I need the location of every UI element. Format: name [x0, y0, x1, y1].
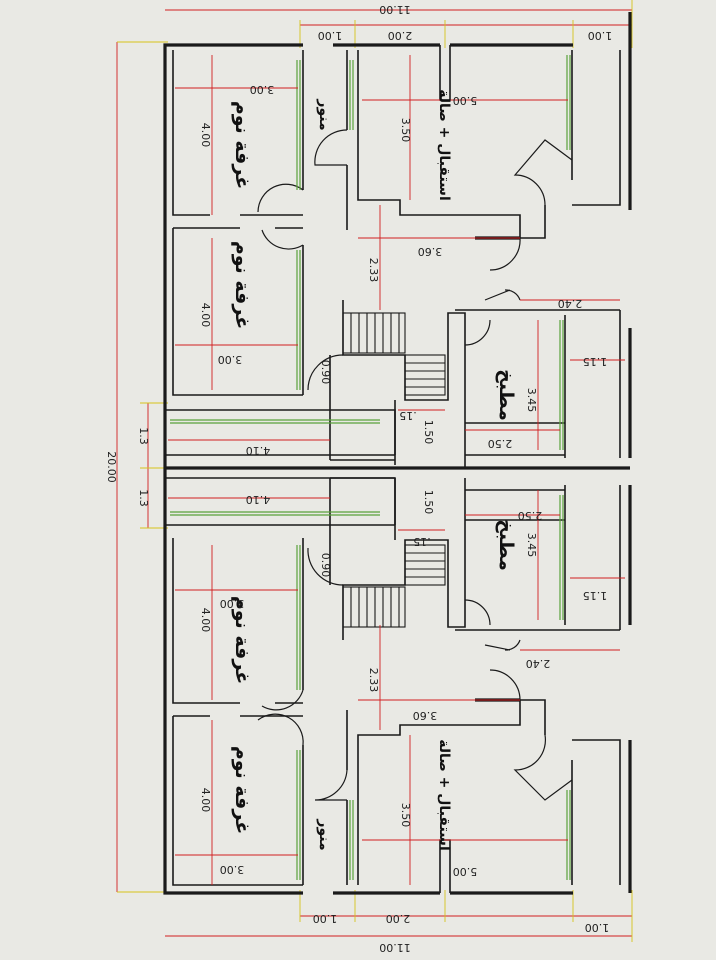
dim-1-00-top-a: 1.00 — [318, 29, 343, 42]
room-label-bedroom-2: غرفة نوم — [231, 241, 253, 329]
dim-3-45-lower: 3.45 — [525, 533, 538, 558]
dim-2-40-lower: 2.40 — [526, 657, 551, 670]
dim-4-10-lower: 4.10 — [246, 493, 271, 506]
dim-hall2-3-50: 3.50 — [399, 803, 412, 828]
dim-total-width-bottom: 11.00 — [379, 941, 411, 954]
dim-15-upper: .15 — [399, 409, 417, 422]
room-label-light-well-2: منور — [316, 818, 332, 850]
dim-bed2-3-00: 3.00 — [218, 353, 243, 366]
dim-1-50-upper: 1.50 — [422, 420, 435, 445]
dim-bed4-4-00: 4.00 — [199, 788, 212, 813]
windows — [170, 55, 571, 880]
dim-0-90-upper: 0.90 — [319, 360, 332, 385]
stairs-upper — [342, 312, 446, 396]
dim-bed1-3-00: 3.00 — [250, 83, 275, 96]
dim-total-width-top: 11.00 — [379, 3, 411, 16]
dim-1-00-bottom-b: 1.00 — [585, 921, 610, 934]
dim-2-50-upper: 2.50 — [488, 437, 513, 450]
dim-hall1-5-00: 5.00 — [453, 94, 478, 107]
room-label-bedroom-3: غرفة نوم — [231, 596, 253, 684]
dim-1-00-bottom-a: 1.00 — [313, 912, 338, 925]
dim-2-00-bottom: 2.00 — [386, 912, 411, 925]
dim-0-90-lower: 0.90 — [319, 553, 332, 578]
dim-total-length: 20.00 — [105, 451, 118, 483]
outer-dimensions — [116, 0, 633, 942]
dim-2-00-top: 2.00 — [388, 29, 413, 42]
dim-3-60-lower: 3.60 — [413, 709, 438, 722]
dimension-labels: 20.00 1.3 1.3 11.00 1.00 2.00 1.00 11.00… — [105, 3, 612, 954]
room-label-kitchen-1: مطبخ — [495, 369, 517, 421]
dim-bed3-4-00: 4.00 — [199, 608, 212, 633]
dim-hall2-5-00: 5.00 — [453, 865, 478, 878]
dim-4-10-upper: 4.10 — [246, 444, 271, 457]
dim-15-lower: .15 — [413, 535, 431, 548]
dim-bed3-3-00: 3.00 — [220, 597, 245, 610]
dim-2-40-upper: 2.40 — [558, 297, 583, 310]
dim-1-3-upper: 1.3 — [137, 427, 150, 445]
dim-hall1-3-50: 3.50 — [399, 118, 412, 143]
dim-1-3-lower: 1.3 — [137, 489, 150, 507]
room-label-bedroom-4: غرفة نوم — [231, 746, 253, 834]
room-label-bedroom-1: غرفة نوم — [231, 101, 253, 189]
dim-3-45-upper: 3.45 — [525, 388, 538, 413]
inner-dimensions — [168, 55, 625, 885]
dim-2-33-upper: 2.33 — [367, 258, 380, 283]
doors — [257, 129, 573, 801]
dim-bed1-4-00: 4.00 — [199, 123, 212, 148]
dim-bed4-3-00: 3.00 — [220, 863, 245, 876]
room-label-reception-2: استقبال + صالة — [436, 739, 452, 851]
dim-1-50-lower: 1.50 — [422, 490, 435, 515]
dim-2-50-lower: 2.50 — [518, 509, 543, 522]
dim-1-15-upper: 1.15 — [583, 355, 608, 368]
dim-1-00-top-b: 1.00 — [588, 29, 613, 42]
dim-3-60-upper: 3.60 — [418, 245, 443, 258]
stairs-lower — [342, 544, 446, 628]
dim-1-15-lower: 1.15 — [583, 589, 608, 602]
dim-bed2-4-00: 4.00 — [199, 303, 212, 328]
dim-2-33-lower: 2.33 — [367, 668, 380, 693]
room-label-reception-1: استقبال + صالة — [436, 89, 452, 201]
room-label-light-well-1: منور — [316, 98, 332, 130]
room-label-kitchen-2: مطبخ — [495, 519, 517, 571]
